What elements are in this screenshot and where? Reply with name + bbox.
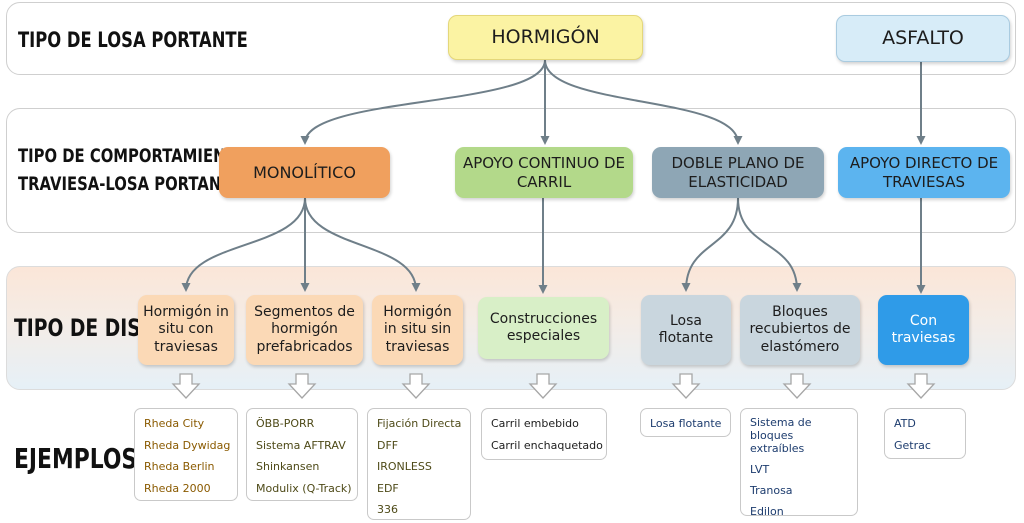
arrow-doble-plano-losa-flotante [681, 197, 739, 292]
example-item: Sistema AFTRAV [256, 438, 346, 452]
example-item: ATD [894, 417, 916, 430]
example-item: Carril enchaquetado [491, 438, 603, 452]
example-item: Fijación Directa [377, 417, 462, 430]
node-apoyo-continuo: APOYO CONTINUO DE CARRIL [455, 147, 633, 198]
example-item: LVT [750, 463, 770, 476]
node-losa-flotante: Losa flotante [641, 295, 731, 365]
hollow-arrow-bloques [782, 373, 812, 399]
example-item: Sistema de bloques extraíbles [750, 416, 812, 455]
example-item: Edilon [750, 505, 784, 518]
example-item: EDF [377, 481, 399, 495]
node-asfalto: ASFALTO [836, 15, 1010, 62]
examples-segmentos: ÖBB-PORR Sistema AFTRAV Shinkansen Modul… [246, 408, 358, 501]
hollow-arrow-construcciones [528, 373, 558, 399]
row-label-behavior-line2: TRAVIESA-LOSA PORTANTE [18, 173, 242, 195]
arrow-hormigon-doble-plano [544, 59, 743, 145]
node-segmentos-prefabricados: Segmentos de hormigón prefabricados [246, 295, 363, 365]
examples-insitu-sin: Fijación Directa DFF IRONLESS EDF 336 [367, 408, 471, 520]
example-item: Shinkansen [256, 460, 320, 474]
row-label-examples: EJEMPLOS [14, 442, 138, 475]
node-insitu-con-traviesas: Hormigón in situ con traviesas [138, 295, 234, 365]
node-con-traviesas: Con traviesas [878, 295, 969, 365]
row-label-slab-type: TIPO DE LOSA PORTANTE [18, 28, 248, 52]
node-bloques-elastomero: Bloques recubiertos de elastómero [740, 295, 860, 365]
node-monolitico: MONOLÍTICO [219, 147, 390, 198]
example-item: Rheda Berlin [144, 460, 215, 474]
example-item: IRONLESS [377, 460, 432, 474]
arrow-monolitico-insitu-con [181, 197, 306, 292]
example-item: Rheda 2000 [144, 481, 211, 495]
hollow-arrow-segmentos [287, 373, 317, 399]
examples-construcciones: Carril embebido Carril enchaquetado [481, 408, 607, 460]
examples-insitu-con: Rheda City Rheda Dywidag Rheda Berlin Rh… [134, 408, 238, 501]
node-doble-plano: DOBLE PLANO DE ELASTICIDAD [652, 147, 824, 198]
example-item: Tranosa [750, 484, 793, 497]
examples-con-traviesas: ATD Getrac [884, 408, 966, 459]
row-label-behavior-line1: TIPO DE COMPORTAMIENTO [18, 145, 249, 167]
hollow-arrow-losa-flotante [671, 373, 701, 399]
hollow-arrow-insitu-con [171, 373, 201, 399]
example-item: 336 [377, 503, 398, 517]
node-construcciones-especiales: Construcciones especiales [478, 297, 609, 359]
example-item: Losa flotante [650, 417, 722, 430]
examples-bloques: Sistema de bloques extraíbles LVT Tranos… [740, 408, 858, 518]
example-item: ÖBB-PORR [256, 417, 315, 430]
hollow-arrow-con-traviesas [906, 373, 936, 399]
node-insitu-sin-traviesas: Hormigón in situ sin traviesas [372, 295, 463, 365]
example-item: Rheda Dywidag [144, 438, 231, 452]
example-item: Modulix (Q-Track) [256, 481, 352, 495]
arrow-doble-plano-bloques [737, 197, 802, 292]
example-item: DFF [377, 438, 399, 452]
arrow-monolitico-insitu-sin [304, 197, 421, 292]
example-item: Carril embebido [491, 417, 579, 430]
example-item: Getrac [894, 438, 931, 452]
node-hormigon: HORMIGÓN [448, 15, 643, 60]
example-item: Rheda City [144, 417, 205, 430]
arrow-hormigon-monolitico [300, 59, 546, 145]
examples-losa-flotante: Losa flotante [640, 408, 731, 437]
node-apoyo-directo: APOYO DIRECTO DE TRAVIESAS [838, 147, 1010, 198]
hollow-arrow-insitu-sin [401, 373, 431, 399]
